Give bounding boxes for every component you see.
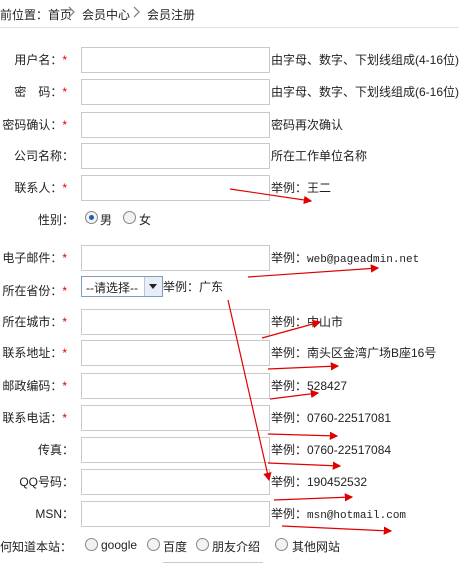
province-select-value: --请选择-- bbox=[86, 281, 138, 295]
email-hint: 举例：web@pageadmin.net bbox=[271, 251, 420, 266]
email-label: 电子邮件：* bbox=[2, 251, 67, 265]
company-label: 公司名称： bbox=[13, 149, 74, 163]
msn-hint: 举例：msn@hotmail.com bbox=[271, 507, 407, 522]
province-hint: 举例：广东 bbox=[163, 280, 224, 294]
city-input[interactable] bbox=[81, 309, 270, 335]
row-msn: MSN： 举例：msn@hotmail.com bbox=[0, 501, 459, 527]
postcode-label: 邮政编码：* bbox=[2, 379, 67, 393]
source-baidu-radio[interactable] bbox=[147, 538, 160, 551]
breadcrumb-home[interactable]: 前位置：首页 bbox=[0, 8, 73, 22]
phone-input[interactable] bbox=[81, 405, 270, 431]
password-confirm-label: 密码确认：* bbox=[2, 118, 67, 132]
source-other-label: 其他网站 bbox=[292, 540, 341, 554]
postcode-hint: 举例：528427 bbox=[271, 379, 348, 393]
source-label: 何知道本站： bbox=[0, 540, 73, 554]
province-select[interactable]: --请选择-- bbox=[81, 276, 163, 297]
username-hint: 由字母、数字、下划线组成(4-16位) bbox=[271, 53, 459, 67]
row-postcode: 邮政编码：* 举例：528427 bbox=[0, 373, 459, 399]
password-confirm-hint: 密码再次确认 bbox=[271, 118, 344, 132]
address-input[interactable] bbox=[81, 340, 270, 366]
annotation-arrow bbox=[267, 431, 339, 440]
password-input[interactable] bbox=[81, 79, 270, 105]
phone-hint: 举例：0760-22517081 bbox=[271, 411, 392, 425]
contact-label: 联系人：* bbox=[14, 181, 67, 195]
phone-label: 联系电话：* bbox=[2, 411, 67, 425]
source-friend-radio[interactable] bbox=[196, 538, 209, 551]
row-gender: 性别： 男 女 bbox=[0, 208, 459, 232]
province-label: 所在省份：* bbox=[2, 284, 67, 298]
gender-male-label: 男 bbox=[100, 213, 113, 227]
source-google-radio[interactable] bbox=[85, 538, 98, 551]
city-label: 所在城市：* bbox=[2, 315, 67, 329]
source-friend-label: 朋友介绍 bbox=[212, 540, 261, 554]
company-input[interactable] bbox=[81, 143, 270, 169]
username-input[interactable] bbox=[81, 47, 270, 73]
gender-female-radio[interactable] bbox=[123, 211, 136, 224]
row-password: 密 码：* 由字母、数字、下划线组成(6-16位) bbox=[0, 79, 459, 105]
row-address: 联系地址：* 举例：南头区金湾广场B座16号 bbox=[0, 340, 459, 366]
row-contact: 联系人：* 举例：王二 bbox=[0, 175, 459, 201]
row-province: 所在省份：* --请选择-- 举例：广东 bbox=[0, 276, 459, 300]
annotation-arrow bbox=[273, 493, 354, 502]
source-other-radio[interactable] bbox=[275, 538, 288, 551]
dropdown-arrow-icon[interactable] bbox=[144, 277, 162, 296]
row-company: 公司名称： 所在工作单位名称 bbox=[0, 143, 459, 169]
partial-input-edge bbox=[163, 562, 263, 567]
row-email: 电子邮件：* 举例：web@pageadmin.net bbox=[0, 245, 459, 271]
gender-female-label: 女 bbox=[139, 213, 152, 227]
qq-label: QQ号码： bbox=[19, 475, 74, 489]
row-password-confirm: 密码确认：* 密码再次确认 bbox=[0, 112, 459, 138]
gender-male-radio[interactable] bbox=[85, 211, 98, 224]
msn-input[interactable] bbox=[81, 501, 270, 527]
password-confirm-input[interactable] bbox=[81, 112, 270, 138]
chevron-right-icon bbox=[133, 6, 143, 18]
password-hint: 由字母、数字、下划线组成(6-16位) bbox=[271, 85, 459, 99]
address-label: 联系地址：* bbox=[2, 346, 67, 360]
gender-label: 性别： bbox=[37, 213, 74, 227]
breadcrumb-register: 会员注册 bbox=[147, 8, 196, 22]
qq-input[interactable] bbox=[81, 469, 270, 495]
qq-hint: 举例：190452532 bbox=[271, 475, 368, 489]
contact-input[interactable] bbox=[81, 175, 270, 201]
source-baidu-label: 百度 bbox=[163, 540, 188, 554]
company-hint: 所在工作单位名称 bbox=[271, 149, 368, 163]
fax-hint: 举例：0760-22517084 bbox=[271, 443, 392, 457]
contact-hint: 举例：王二 bbox=[271, 181, 332, 195]
row-source: 何知道本站： google 百度 朋友介绍 其他网站 bbox=[0, 535, 459, 559]
chevron-right-icon bbox=[68, 6, 78, 18]
email-input[interactable] bbox=[81, 245, 270, 271]
annotation-arrow bbox=[267, 362, 340, 371]
username-label: 用户名：* bbox=[14, 53, 67, 67]
breadcrumb-member-center[interactable]: 会员中心 bbox=[82, 8, 131, 22]
fax-input[interactable] bbox=[81, 437, 270, 463]
row-qq: QQ号码： 举例：190452532 bbox=[0, 469, 459, 495]
fax-label: 传真： bbox=[37, 443, 74, 457]
row-phone: 联系电话：* 举例：0760-22517081 bbox=[0, 405, 459, 431]
postcode-input[interactable] bbox=[81, 373, 270, 399]
row-username: 用户名：* 由字母、数字、下划线组成(4-16位) bbox=[0, 47, 459, 73]
row-fax: 传真： 举例：0760-22517084 bbox=[0, 437, 459, 463]
annotation-arrow bbox=[267, 461, 342, 470]
row-city: 所在城市：* 举例：中山市 bbox=[0, 309, 459, 335]
msn-label: MSN： bbox=[35, 507, 74, 521]
breadcrumb: 前位置：首页 会员中心 会员注册 bbox=[0, 0, 459, 28]
annotation-arrow bbox=[281, 525, 393, 535]
city-hint: 举例：中山市 bbox=[271, 315, 344, 329]
address-hint: 举例：南头区金湾广场B座16号 bbox=[271, 346, 437, 360]
password-label: 密 码：* bbox=[14, 85, 67, 99]
source-google-label: google bbox=[101, 538, 138, 552]
